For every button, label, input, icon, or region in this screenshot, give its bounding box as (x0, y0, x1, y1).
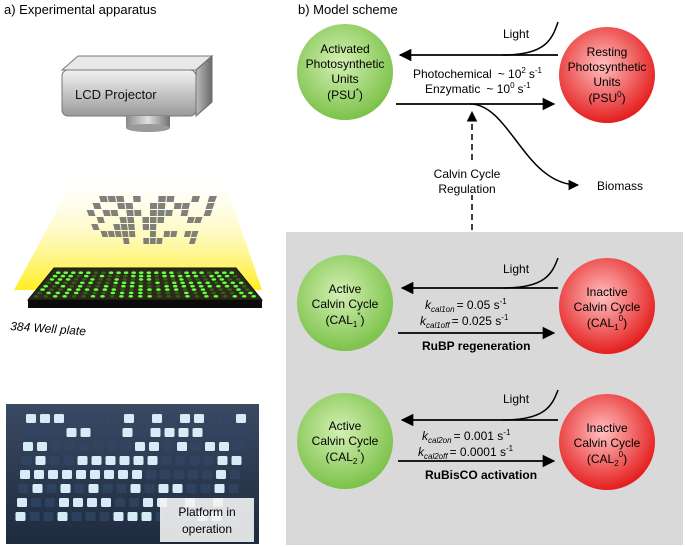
calvin-regulation-line2: Regulation (438, 182, 495, 196)
svg-text:Units: Units (593, 75, 620, 89)
svg-text:(CAL1*): (CAL1*) (326, 311, 365, 329)
svg-text:Inactive: Inactive (586, 421, 628, 435)
svg-text:Calvin Cycle: Calvin Cycle (312, 297, 379, 311)
projector-label: LCD Projector (75, 87, 157, 102)
panel-a-title: a) Experimental apparatus (4, 2, 157, 17)
cal2-kon: kcal2on= 0.001 s-1 (422, 428, 511, 445)
psu-active-node: Activated Photosynthetic Units (PSU*) (297, 24, 393, 120)
cal1-arrows (398, 257, 559, 340)
svg-text:Activated: Activated (320, 42, 369, 56)
svg-text:Active: Active (329, 419, 362, 433)
plate-label: 384 Well plate (10, 319, 87, 338)
svg-text:(CAL2*): (CAL2*) (326, 448, 365, 466)
cal2-light-label: Light (503, 392, 530, 406)
cal1-active-node: Active Calvin Cycle (CAL1*) (297, 255, 393, 351)
cal2-koff: kcal2off= 0.0001 s-1 (418, 444, 514, 461)
calvin-regulation-line1: Calvin Cycle (434, 167, 501, 181)
cal1-kon: kcal1on= 0.05 s-1 (425, 297, 507, 314)
cal1-inactive-node: Inactive Calvin Cycle (CAL10) (559, 258, 655, 354)
well-plate (26, 267, 264, 308)
svg-text:(CAL10): (CAL10) (587, 314, 627, 332)
svg-text:Calvin Cycle: Calvin Cycle (312, 434, 379, 448)
cal1-process: RuBP regeneration (422, 339, 530, 353)
cal1-koff: kcal1off= 0.025 s-1 (420, 313, 509, 330)
cal2-active-node: Active Calvin Cycle (CAL2*) (297, 393, 393, 489)
biomass-label: Biomass (597, 179, 643, 193)
photo-label-line2: operation (182, 522, 232, 536)
svg-text:Resting: Resting (587, 45, 628, 59)
psu-arrows (396, 21, 580, 230)
cal2-process: RuBisCO activation (425, 468, 537, 482)
svg-text:Calvin Cycle: Calvin Cycle (574, 300, 641, 314)
psu-light-label: Light (503, 27, 530, 41)
svg-text:(CAL20): (CAL20) (587, 450, 627, 468)
photo-label-line1: Platform in (178, 505, 235, 519)
svg-text:Units: Units (331, 72, 358, 86)
cal2-arrows (398, 389, 559, 468)
svg-text:Active: Active (329, 282, 362, 296)
svg-text:Calvin Cycle: Calvin Cycle (574, 436, 641, 450)
light-beam (14, 168, 262, 290)
svg-text:Photosynthetic: Photosynthetic (306, 57, 385, 71)
cal2-inactive-node: Inactive Calvin Cycle (CAL20) (559, 394, 655, 490)
platform-photo: Platform in operation (6, 404, 259, 544)
panel-b-title: b) Model scheme (298, 2, 398, 17)
svg-text:Photosynthetic: Photosynthetic (568, 60, 647, 74)
cal1-light-label: Light (503, 262, 530, 276)
projected-pattern (86, 196, 217, 244)
psu-resting-node: Resting Photosynthetic Units (PSU0) (559, 27, 655, 123)
svg-text:(PSU0): (PSU0) (588, 90, 625, 105)
lcd-projector: LCD Projector (60, 54, 214, 132)
svg-text:Inactive: Inactive (586, 285, 628, 299)
svg-text:(PSU*): (PSU*) (327, 87, 363, 102)
